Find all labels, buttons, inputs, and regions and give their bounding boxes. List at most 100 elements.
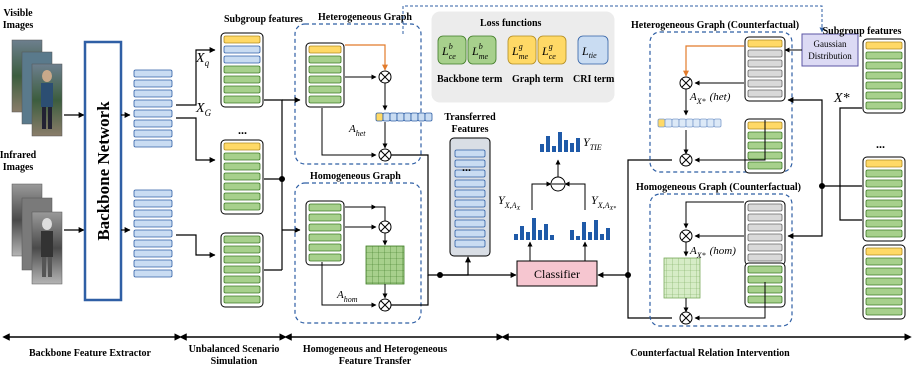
feature-block <box>308 45 342 54</box>
feature-block <box>865 179 903 188</box>
feature-block <box>133 129 173 138</box>
dashed-connector <box>402 5 825 34</box>
homo-line <box>376 206 386 221</box>
cf-homo-residual <box>694 282 766 321</box>
feature-block <box>133 109 173 118</box>
right-subgroup-title: Subgroup features <box>823 26 902 37</box>
feature-block <box>308 253 342 262</box>
attention-cell <box>678 118 687 128</box>
backbone-network: Backbone Network <box>83 40 123 302</box>
ir-person-head-icon <box>42 218 52 230</box>
arrow-yxastar-to-minus <box>564 181 586 210</box>
cf-hetero-residual <box>694 120 766 163</box>
feature-block <box>223 142 261 151</box>
histogram-bar <box>526 232 530 240</box>
ir-person-leg-icon <box>42 257 46 277</box>
cf-a-het-label: AX*(het) <box>689 91 731 106</box>
histogram-bar <box>576 138 580 152</box>
feature-block <box>865 71 903 80</box>
feature-block <box>223 235 261 244</box>
feature-block <box>865 267 903 276</box>
xq-label: Xq <box>195 51 210 68</box>
stage-3-label-2: Feature Transfer <box>339 356 412 367</box>
junction-dot <box>279 176 285 182</box>
feature-block <box>223 45 261 54</box>
backbone-term: Backbone term <box>437 74 503 85</box>
infrared-images-group: Infrared Images <box>0 150 63 285</box>
hetero-orange-arrow <box>345 44 388 71</box>
subgroup-stack-2 <box>220 139 264 215</box>
attention-cell <box>403 112 412 122</box>
cf-homo-arrow-top <box>683 201 744 229</box>
attention-cell <box>424 112 433 122</box>
backbone-box <box>83 40 123 302</box>
feature-block <box>133 239 173 248</box>
feature-block <box>223 162 261 171</box>
feature-block <box>454 229 486 238</box>
histogram-bar <box>558 132 562 152</box>
feature-block <box>223 295 261 304</box>
feature-block <box>865 287 903 296</box>
cf-a-hom-matrix <box>663 257 701 299</box>
stage-4-label: Counterfactual Relation Intervention <box>630 348 790 359</box>
feature-block <box>865 189 903 198</box>
attention-cell <box>389 112 398 122</box>
xg-label: XG <box>195 101 212 118</box>
homo-out-line <box>391 275 429 306</box>
visible-label-1: Visible <box>3 8 33 19</box>
a-hom-matrix <box>365 245 405 285</box>
right-feed-line <box>839 107 862 221</box>
feature-block <box>747 59 783 68</box>
feature-block <box>223 275 261 284</box>
subgroup-title: Subgroup features <box>224 14 303 25</box>
histogram-bar <box>564 140 568 152</box>
feature-block <box>865 247 903 256</box>
transferred-dots: ... <box>462 160 471 174</box>
feature-block <box>747 203 783 212</box>
feature-block <box>454 239 486 248</box>
stage-2-label-2: Simulation <box>211 356 258 367</box>
times-icon <box>380 300 390 310</box>
feature-block <box>133 209 173 218</box>
yxastar-label: YX,AX* <box>591 193 616 212</box>
infrared-label-1: Infrared <box>0 150 37 161</box>
feature-block <box>133 99 173 108</box>
histogram-bar <box>520 226 524 240</box>
feature-block <box>747 275 783 284</box>
classifier-label: Classifier <box>534 267 580 281</box>
times-icon <box>380 72 390 82</box>
feature-block <box>865 169 903 178</box>
histogram-bar <box>582 222 586 240</box>
feature-block <box>747 69 783 78</box>
feature-block <box>308 75 342 84</box>
loss-ce-g-box <box>537 35 567 65</box>
graph-term: Graph term <box>512 74 564 85</box>
feature-block <box>308 55 342 64</box>
feature-block <box>454 209 486 218</box>
hetero-graph-box <box>294 23 422 165</box>
times-icon <box>681 155 691 165</box>
homo-graph-title: Homogeneous Graph <box>310 171 401 182</box>
feature-block <box>454 179 486 188</box>
feature-block <box>223 35 261 44</box>
right-subgroup-stack-3 <box>862 244 906 320</box>
right-to-cf-homo <box>787 186 823 239</box>
histogram-bar <box>570 230 574 240</box>
feature-block <box>865 229 903 238</box>
a-hom-label: Ahom <box>336 289 358 304</box>
feature-block <box>223 255 261 264</box>
times-icon <box>681 313 691 323</box>
person-body-icon <box>41 83 53 107</box>
feature-block <box>747 253 783 262</box>
attention-cell <box>417 112 426 122</box>
feature-block <box>747 265 783 274</box>
feature-block <box>865 101 903 110</box>
loss-me-g-box <box>507 35 537 65</box>
feature-block <box>308 85 342 94</box>
feature-block <box>223 172 261 181</box>
arrow-to-xg <box>176 117 216 163</box>
feature-block <box>223 202 261 211</box>
histogram-bar <box>514 234 518 240</box>
